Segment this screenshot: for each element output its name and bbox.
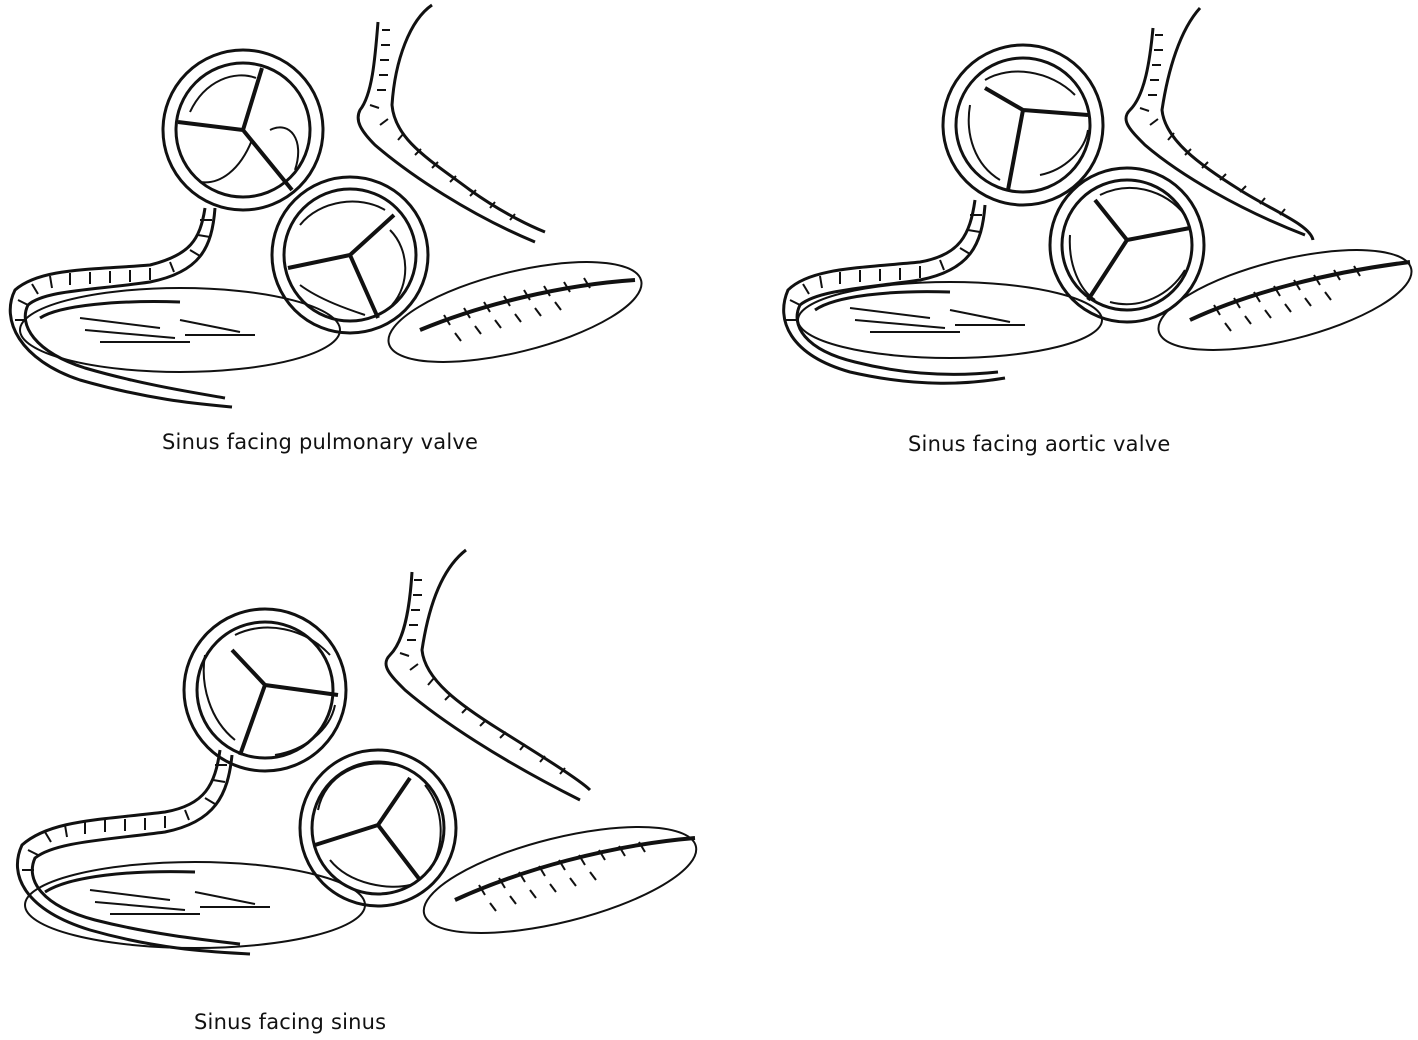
artery-texture [22,579,566,871]
artery-texture [15,29,516,321]
aortic-valve [270,175,430,335]
left-coronary-artery [16,548,592,956]
artery-texture [786,34,1286,321]
mitral-leaflet [797,281,1103,359]
panel-sinus-facing-sinus: Sinus facing sinus [0,540,720,1040]
pulmonary-valve [182,607,348,773]
tricuspid-leaflet [387,261,643,363]
pulmonary-valve [161,48,325,212]
mitral-leaflet [19,287,341,373]
aortic-valve [1048,166,1206,324]
heart-valves-illustration [8,3,643,409]
panel-sinus-facing-pulmonary-valve: Sinus facing pulmonary valve [0,0,700,470]
tricuspid-leaflet [422,826,698,934]
pulmonary-valve [941,43,1105,207]
left-coronary-artery [8,3,546,409]
mitral-leaflet [24,861,366,949]
aortic-valve [298,748,458,908]
panel-caption: Sinus facing aortic valve [908,432,1171,456]
heart-valves-illustration [16,548,698,956]
panel-caption: Sinus facing pulmonary valve [162,430,479,454]
heart-valves-illustration [782,6,1413,385]
tricuspid-leaflet [1157,249,1413,351]
panel-caption: Sinus facing sinus [194,1010,387,1034]
left-coronary-artery [782,6,1315,385]
panel-sinus-facing-aortic-valve: Sinus facing aortic valve [770,0,1418,470]
